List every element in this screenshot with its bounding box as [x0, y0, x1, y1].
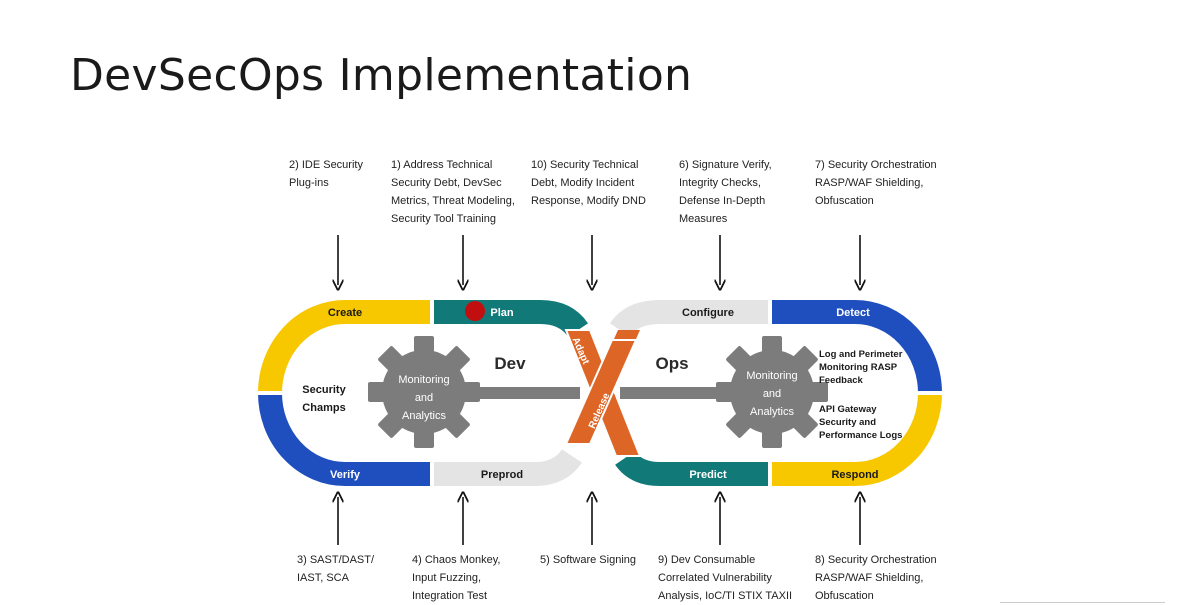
- page-title: DevSecOps Implementation: [70, 50, 693, 101]
- segment-predict: [615, 450, 770, 486]
- label-predict: Predict: [689, 469, 727, 481]
- label-security-champs-1: Security: [302, 384, 346, 396]
- annotation-signature-verify: 6) Signature Verify, Integrity Checks, D…: [679, 159, 772, 225]
- label-verify: Verify: [330, 469, 361, 481]
- label-ops: Ops: [655, 354, 688, 373]
- label-security-champs-2: Champs: [302, 402, 345, 414]
- annotation-chaos-monkey: 4) Chaos Monkey, Input Fuzzing, Integrat…: [412, 554, 501, 602]
- label-detect: Detect: [836, 307, 870, 319]
- gear-right-label-1: Monitoring: [746, 370, 797, 382]
- annotation-software-signing: 5) Software Signing: [540, 554, 636, 566]
- segment-configure: [610, 300, 770, 338]
- red-dot-marker: [465, 301, 485, 321]
- footer-divider: [1000, 602, 1165, 603]
- label-configure: Configure: [682, 307, 734, 319]
- annotation-sast-dast: 3) SAST/DAST/ IAST, SCA: [297, 554, 375, 584]
- label-preprod: Preprod: [481, 469, 523, 481]
- segment-plan: [432, 300, 588, 338]
- gear-right-label-3: Analytics: [750, 406, 795, 418]
- ops-note-bottom-3: Performance Logs: [819, 430, 902, 441]
- gear-left-icon: [368, 336, 480, 448]
- annotation-security-orchestration-bottom: 8) Security Orchestration RASP/WAF Shiel…: [815, 554, 937, 602]
- gear-left-label-2: and: [415, 392, 433, 404]
- label-dev: Dev: [494, 354, 526, 373]
- segment-create: [258, 300, 432, 394]
- gear-right-label-2: and: [763, 388, 781, 400]
- ops-note-top-3: Feedback: [819, 375, 864, 386]
- ops-note-top-1: Log and Perimeter: [819, 349, 903, 360]
- segment-verify: [258, 392, 432, 486]
- segment-release-front: [564, 339, 638, 445]
- segment-detect: [770, 300, 942, 394]
- ops-note-bottom-2: Security and: [819, 417, 876, 428]
- bottom-arrows: [338, 497, 860, 545]
- annotation-dev-consumable: 9) Dev Consumable Correlated Vulnerabili…: [658, 554, 793, 602]
- segment-dividers: [256, 298, 944, 488]
- ops-note-top-2: Monitoring RASP: [819, 362, 898, 373]
- annotation-security-orchestration-top: 7) Security Orchestration RASP/WAF Shiel…: [815, 159, 937, 207]
- label-plan: Plan: [490, 307, 514, 319]
- annotation-security-technical-debt: 10) Security Technical Debt, Modify Inci…: [531, 159, 646, 207]
- gear-right-icon: [716, 336, 828, 448]
- gear-left-label-1: Monitoring: [398, 374, 449, 386]
- annotation-ide-plugins: 2) IDE Security Plug-ins: [289, 159, 363, 189]
- segment-respond: [770, 392, 942, 486]
- label-respond: Respond: [831, 469, 878, 481]
- segment-preprod: [432, 448, 582, 486]
- label-create: Create: [328, 307, 362, 319]
- annotation-address-debt: 1) Address Technical Security Debt, DevS…: [391, 159, 515, 225]
- ops-note-bottom-1: API Gateway: [819, 404, 877, 415]
- gear-left-label-3: Analytics: [402, 410, 447, 422]
- top-arrows: [338, 235, 860, 285]
